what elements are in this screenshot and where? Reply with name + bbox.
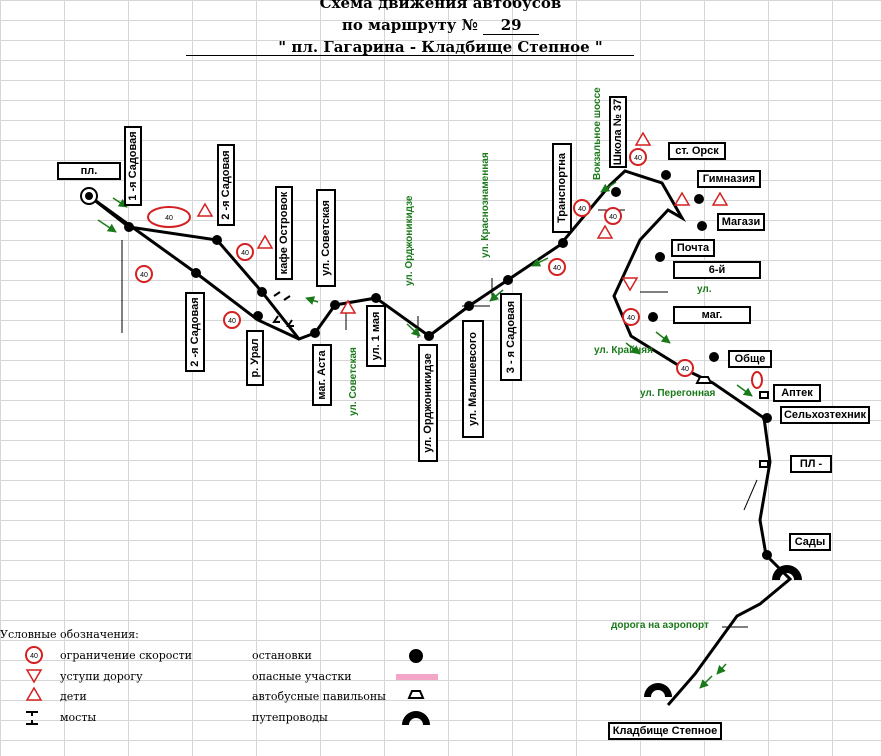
stop-dot (124, 222, 134, 232)
stop-sadovaya-3: 3 - я Садовая (500, 293, 522, 381)
legend-overpasses: путепроводы (252, 711, 328, 724)
bridge-marks (272, 291, 294, 327)
stop-pochta: Почта (671, 239, 715, 257)
stop-dot (694, 194, 704, 204)
yield-signs (25, 277, 639, 684)
svg-text:40: 40 (627, 315, 635, 322)
route-number: 29 (483, 16, 540, 35)
stop-pl-dash: ПЛ - (790, 455, 832, 473)
legend-yield: уступи дорогу (60, 670, 143, 683)
stop-dot (697, 221, 707, 231)
stop-ural: р. Урал (246, 330, 264, 386)
stop-dot (762, 413, 772, 423)
title-line-1: Схема движения автобусов (319, 0, 562, 12)
stop-transport: Транспортна (552, 143, 572, 233)
title-prefix: по маршруту № (341, 16, 478, 34)
stop-aptek: Аптек (773, 384, 821, 402)
stop-dot (257, 287, 267, 297)
stop-obsche: Обще (728, 350, 772, 368)
svg-text:40: 40 (140, 272, 148, 279)
overpass (644, 565, 802, 697)
stop-dot (611, 187, 621, 197)
stop-kladbische: Кладбище Степное (608, 722, 722, 740)
children-signs (25, 131, 729, 701)
legend-pavilions: автобусные павильоны (252, 690, 386, 703)
stop-selhoz: Сельхозтехник (780, 406, 870, 424)
stop-mag: маг. (673, 306, 751, 324)
stop-sadovaya-2-top: 2 -я Садовая (217, 144, 235, 226)
stop-ordzh-bottom: ул. Орджоникидзе (418, 344, 438, 462)
svg-text:40: 40 (578, 206, 586, 213)
street-sovetskaya: ул. Советская (348, 347, 359, 416)
svg-text:40: 40 (681, 366, 689, 373)
legend-bridges: мосты (60, 711, 97, 724)
street-peregonnaya: ул. Перегонная (640, 388, 716, 399)
street-krasnoznam: ул. Краснознаменная (480, 152, 491, 258)
stop-dot (661, 170, 671, 180)
stop-dot (762, 550, 772, 560)
title-underline (186, 55, 634, 56)
stop-st-orsk: ст. Орск (668, 142, 726, 160)
stop-dot (655, 252, 665, 262)
legend-children: дети (60, 690, 87, 703)
svg-text:40: 40 (228, 318, 236, 325)
stop-dots (124, 170, 772, 560)
stop-malish: ул. Малишевсого (462, 320, 484, 438)
stop-mag-asta: маг. Аста (312, 344, 332, 406)
stop-dot (310, 328, 320, 338)
street-ordzh-top: ул. Орджоникидзе (404, 195, 415, 286)
speed-limit-labels: 40 40 40 40 40 40 40 40 40 40 40 (30, 155, 689, 660)
stop-kafe: кафе Островок (275, 186, 293, 280)
stop-dot (709, 352, 719, 362)
title-line-3: " пл. Гагарина - Кладбище Степное " (278, 38, 603, 56)
stop-dot (648, 312, 658, 322)
stop-dot (424, 331, 434, 341)
legend-symbols (26, 649, 438, 725)
pavilions (695, 376, 769, 468)
svg-text:40: 40 (634, 155, 642, 162)
stop-dot (212, 235, 222, 245)
title-line-2: по маршруту № 29 (0, 16, 881, 35)
stop-dot (558, 238, 568, 248)
svg-text:40: 40 (609, 214, 617, 221)
stop-dot (330, 300, 340, 310)
stop-six: 6-й (673, 261, 761, 279)
stop-school37: Школа № 37 (609, 96, 627, 168)
stop-dot (253, 311, 263, 321)
stop-sady: Сады (789, 533, 831, 551)
svg-text:40: 40 (165, 215, 173, 222)
street-krainyaya: ул. Крайняя (594, 345, 653, 356)
svg-text:40: 40 (553, 265, 561, 272)
stop-sadovaya-2-bottom: 2 -я Садовая (185, 292, 205, 372)
stop-gimnaziya: Гимназия (697, 170, 761, 188)
legend-speed-limit: ограничение скорости (60, 649, 192, 662)
svg-text:40: 40 (30, 653, 38, 660)
stop-magazi: Магази (717, 213, 765, 231)
street-ul: ул. (697, 284, 712, 295)
street-airport: дорога на аэропорт (611, 620, 709, 631)
stop-dot (371, 293, 381, 303)
svg-text:40: 40 (241, 250, 249, 257)
legend-dangerous: опасные участки (252, 670, 352, 683)
stop-dot (191, 268, 201, 278)
stop-sadovaya-1: 1 -я Садовая (124, 126, 142, 206)
start-ring (80, 187, 98, 205)
legend-title: Условные обозначения: (0, 628, 139, 641)
legend-stops: остановки (252, 649, 312, 662)
speed-limit-signs (25, 148, 763, 664)
stop-sovetskaya-top: ул. Советская (316, 189, 336, 287)
street-vokzal: Вокзальное шоссе (592, 87, 603, 180)
stop-dot (503, 275, 513, 285)
stop-may1: ул. 1 мая (366, 305, 386, 367)
stop-pl: пл. (57, 162, 121, 180)
